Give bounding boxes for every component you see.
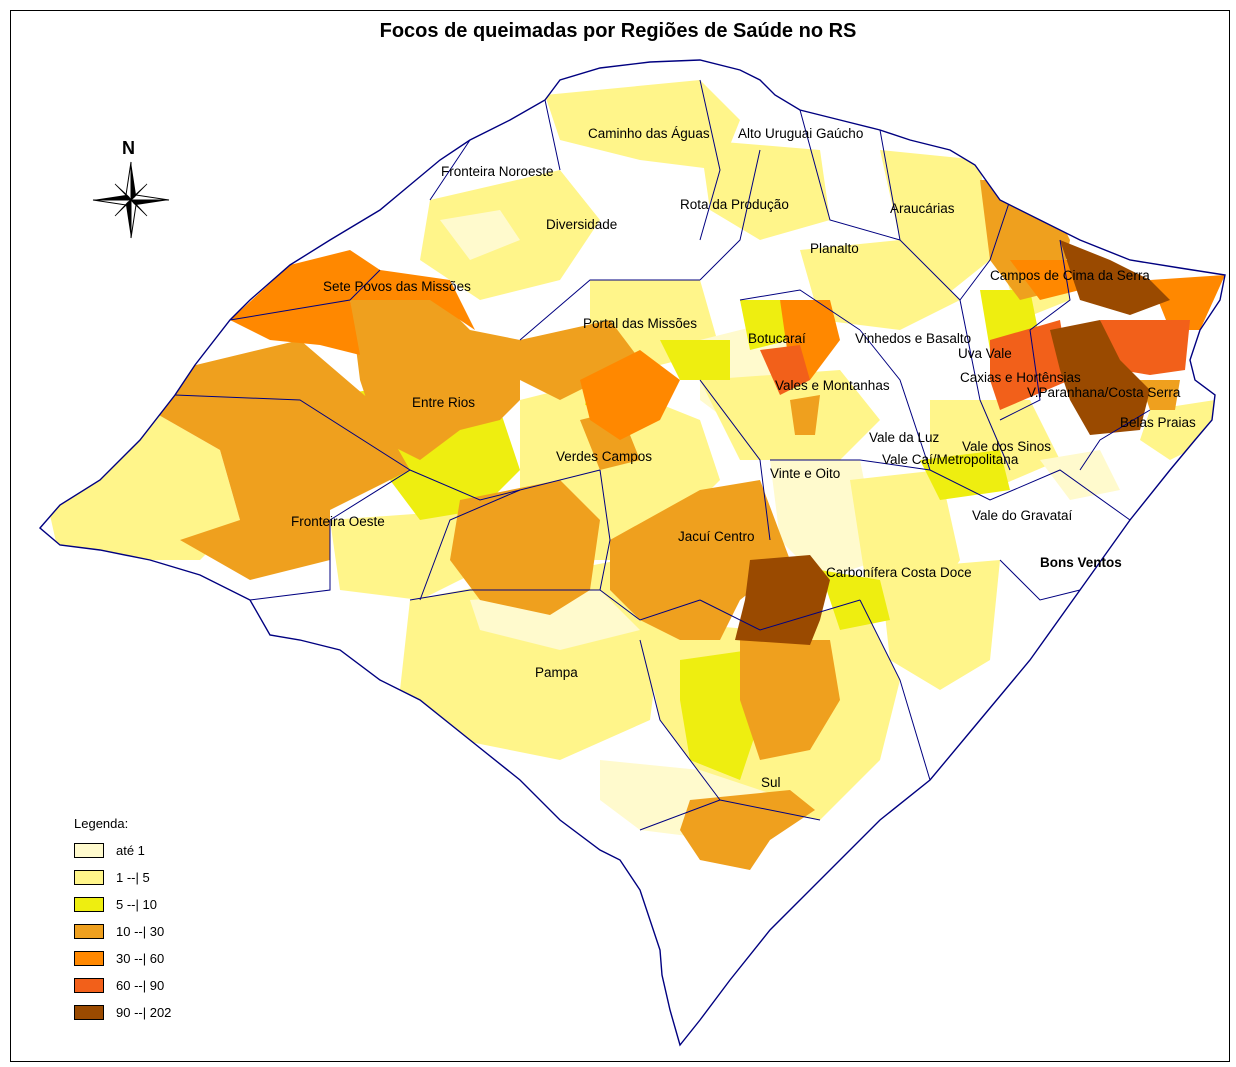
region-patch [1100,320,1190,375]
region-patch [880,560,1000,690]
region-patch [740,640,840,760]
legend-swatch [74,978,104,993]
legend-label: 90 --| 202 [116,1005,172,1020]
region-patch [1010,260,1080,300]
legend-swatch [74,843,104,858]
region-patch [450,480,600,615]
region-label: Bons Ventos [1040,555,1122,570]
legend-item: 1 --| 5 [74,864,171,891]
region-label: Fronteira Oeste [291,514,385,529]
region-label: Diversidade [546,217,617,232]
region-patch [700,370,880,460]
region-patch [790,395,820,435]
region-patch [820,570,890,630]
region-patch [350,290,520,460]
region-label: Vinhedos e Basalto [855,331,971,346]
region-label: Vale dos Sinos [962,439,1051,454]
legend-swatch [74,1005,104,1020]
region-label: Vale da Luz [869,430,940,445]
choropleth-layer [40,80,1225,870]
region-label: Verdes Campos [556,449,652,464]
region-label: Sete Povos das Missões [323,279,471,294]
legend-item: 60 --| 90 [74,972,171,999]
compass-rose-icon [92,161,170,239]
region-label: Sul [761,775,781,790]
region-label: Vale Caí/Metropolitana [882,452,1019,467]
north-letter: N [122,138,135,158]
legend-item: 10 --| 30 [74,918,171,945]
region-label: Uva Vale [958,346,1012,361]
region-patch [920,450,1010,500]
region-label: Pampa [535,665,578,680]
legend: Legenda: até 1 1 --| 5 5 --| 10 10 --| 3… [74,816,171,1026]
region-label: Vales e Montanhas [775,378,890,393]
region-patch [1040,450,1120,500]
north-arrow: N [92,138,170,239]
region-label: Belas Praias [1120,415,1196,430]
region-label: Araucárias [890,201,955,216]
region-patch [990,320,1070,410]
region-patch [230,250,475,355]
legend-label: 1 --| 5 [116,870,150,885]
region-label: Vale do Gravataí [972,508,1073,523]
legend-swatch [74,924,104,939]
region-patch [545,80,740,170]
region-patch [760,345,810,395]
region-patch [520,320,640,400]
region-patch [740,300,790,350]
region-patch [610,480,790,640]
region-patch [735,555,830,645]
legend-label: 60 --| 90 [116,978,165,993]
region-label: Caminho das Águas [588,126,710,141]
region-patch [330,510,480,600]
region-label: Alto Uruguai Gaúcho [738,126,863,141]
region-patch [440,210,520,260]
region-patch [150,340,410,580]
region-label: Rota da Produção [680,197,789,212]
legend-item: 5 --| 10 [74,891,171,918]
region-label: Botucaraí [748,331,806,346]
region-patch [700,140,830,240]
legend-label: até 1 [116,843,145,858]
region-patch [1140,380,1180,410]
legend-title: Legenda: [74,816,129,831]
region-label: Planalto [810,241,859,256]
region-patch [660,340,730,380]
region-label: V.Paranhana/Costa Serra [1027,385,1181,400]
region-labels: Caminho das Águas Alto Uruguai Gaúcho Fr… [291,126,1196,790]
legend-label: 10 --| 30 [116,924,165,939]
region-label: Carbonífera Costa Doce [826,565,972,580]
region-boundaries [174,79,1151,831]
region-label: Entre Rios [412,395,475,410]
region-patch [1150,275,1225,330]
legend-item: até 1 [74,837,171,864]
legend-item: 90 --| 202 [74,999,171,1026]
region-label: Portal das Missões [583,316,697,331]
region-patch [880,150,990,300]
legend-label: 5 --| 10 [116,897,157,912]
region-patch [580,350,680,440]
region-patch [1050,320,1150,435]
legend-label: 30 --| 60 [116,951,165,966]
region-label: Campos de Cima da Serra [990,268,1150,283]
legend-item: 30 --| 60 [74,945,171,972]
legend-swatch [74,897,104,912]
region-label: Vinte e Oito [770,466,840,481]
region-label: Jacuí Centro [678,529,755,544]
region-label: Caxias e Hortênsias [960,370,1081,385]
region-patch [680,790,815,870]
map-title: Focos de queimadas por Regiões de Saúde … [379,20,857,42]
legend-swatch [74,951,104,966]
region-label: Fronteira Noroeste [441,164,554,179]
region-patch [1060,240,1170,315]
legend-swatch [74,870,104,885]
